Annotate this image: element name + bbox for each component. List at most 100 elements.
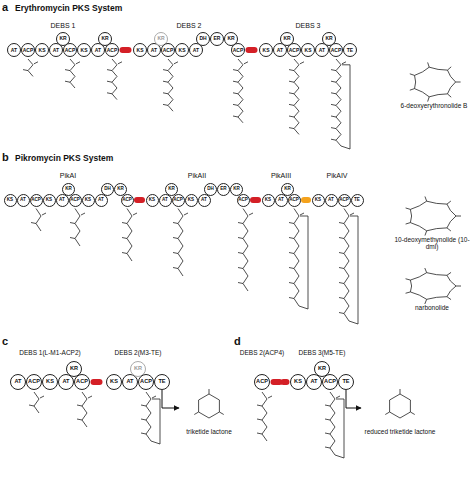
bond-line <box>81 213 85 215</box>
domain-name: AT <box>162 198 168 203</box>
bond-line <box>456 286 461 287</box>
domain-circle: KS <box>77 43 91 57</box>
domain-circle: KS <box>262 194 275 207</box>
bond-line <box>410 201 456 231</box>
domain-name: ACP <box>140 379 152 385</box>
bond-line <box>289 128 294 129</box>
domain-name: ACP <box>331 48 342 53</box>
domain-circle: DH <box>196 32 210 46</box>
domain-name: AT <box>278 198 284 203</box>
bond-line <box>342 62 346 64</box>
domain-name: ACP <box>256 379 268 385</box>
bond-line <box>163 104 168 105</box>
domain-name: DH <box>104 187 111 192</box>
bond-line <box>339 253 344 254</box>
bond-line <box>194 412 198 415</box>
bond-line <box>339 268 344 269</box>
bond-line <box>331 81 336 82</box>
domain-name: KR <box>168 187 175 192</box>
bond-line <box>336 396 340 398</box>
bond-line <box>244 62 248 64</box>
protein-label: DEBS 2(ACP4) <box>240 350 284 357</box>
domain-name: AT <box>62 379 69 385</box>
bond-line <box>330 392 335 455</box>
bond-line <box>233 93 238 94</box>
domain-name: ACP <box>28 379 40 385</box>
bond-line <box>447 297 451 300</box>
bond-line <box>112 59 117 100</box>
bond-line <box>331 70 336 71</box>
domain-name: KS <box>46 379 54 385</box>
bond-line <box>146 392 151 441</box>
panel-letter: a <box>2 2 8 13</box>
domain-name: KS <box>263 48 270 53</box>
domain-circle: TE <box>343 43 357 57</box>
bond-line <box>289 268 294 269</box>
domain-name: AT <box>59 198 65 203</box>
bond-line <box>336 59 341 146</box>
domain-circle: ACP <box>237 194 250 207</box>
bond-line <box>34 62 38 64</box>
bond-line <box>238 283 243 284</box>
domain-circle: KS <box>175 43 189 57</box>
docking-domain <box>253 197 258 203</box>
bond-line <box>339 298 344 299</box>
bond-line <box>118 62 122 64</box>
bond-line <box>31 223 36 224</box>
domain-circle: KS <box>259 43 273 57</box>
domain-circle: KS <box>43 194 56 207</box>
protein-label: DEBS 3(M5-TE) <box>299 350 346 357</box>
domain-name: KR <box>284 187 291 192</box>
bond-line <box>233 116 238 117</box>
bond-line <box>65 70 70 71</box>
bond-line <box>425 299 427 304</box>
bond-line <box>70 238 75 239</box>
domain-name: KS <box>137 48 144 53</box>
domain-name: KS <box>7 198 13 203</box>
bond-line <box>415 67 456 97</box>
bond-line <box>243 209 248 292</box>
bond-line <box>127 209 132 262</box>
bond-line <box>257 433 262 434</box>
bond-line <box>70 59 75 88</box>
protein-label: DEBS 1(L-M1-ACP2) <box>19 350 80 357</box>
panel-title: Pikromycin PKS System <box>15 154 113 163</box>
domain-circle: TE <box>154 374 170 390</box>
protein-label: DEBS 1 <box>51 22 76 29</box>
bond-line <box>178 209 183 277</box>
bond-line <box>77 419 82 420</box>
protein-label: PikAII <box>188 172 206 179</box>
bond-line <box>447 67 451 70</box>
bond-line <box>406 279 411 280</box>
product-structure: 6-deoxyerythronolide B <box>398 62 470 124</box>
bond-line <box>289 93 294 94</box>
bond-line <box>163 70 168 71</box>
bond-line <box>77 405 82 406</box>
domain-circle: ACP <box>338 194 351 207</box>
bond-line <box>339 238 344 239</box>
bond-line <box>410 273 456 300</box>
domain-name: AT <box>53 48 59 53</box>
protein-label: DEBS 2(M3-TE) <box>115 350 162 357</box>
bond-line <box>349 216 358 324</box>
domain-circle: KS <box>82 194 95 207</box>
bond-line <box>238 253 243 254</box>
bond-line <box>331 128 336 129</box>
domain-circle: ACP <box>288 194 301 207</box>
domain-name: ACP <box>289 48 300 53</box>
panel-letter: d <box>234 336 241 347</box>
bond-line <box>133 213 137 215</box>
domain-name: KS <box>188 198 194 203</box>
bond-line <box>40 396 44 398</box>
domain-name: KS <box>81 48 88 53</box>
bond-line <box>163 93 168 94</box>
domain-circle: AT <box>325 194 338 207</box>
domain-circle: KS <box>106 374 122 390</box>
molecule-drawing <box>362 384 438 428</box>
domain-name: AT <box>98 198 104 203</box>
domain-circle: ACP <box>138 374 154 390</box>
domain-name: AT <box>11 48 17 53</box>
domain-name: ACP <box>65 48 76 53</box>
docking-domain <box>94 379 103 385</box>
